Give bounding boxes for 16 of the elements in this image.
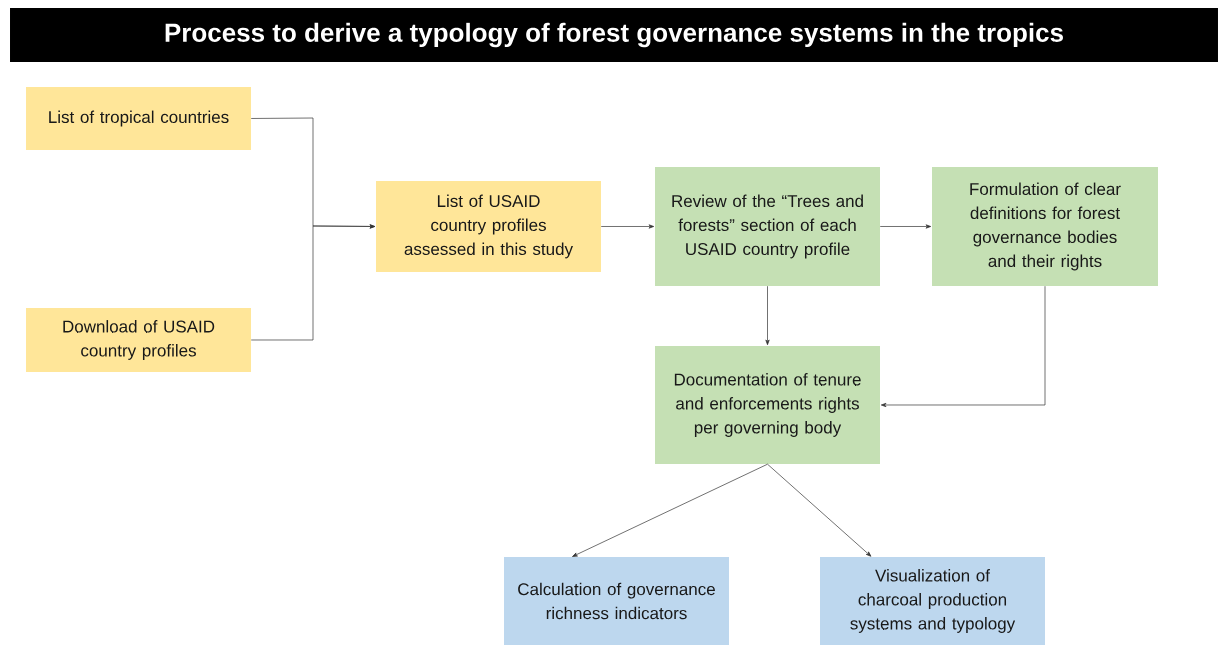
process-box: Formulation of clear definitions for forest governance bodies and their rights	[932, 167, 1158, 286]
process-box: Review of the “Trees and forests” section of each USAID country profile	[655, 167, 880, 286]
process-box: Documentation of tenure and enforcements rights per governing body	[655, 346, 880, 464]
arrow	[765, 285, 770, 346]
arrow	[572, 463, 768, 557]
process-box: Download of USAID country profiles	[26, 308, 251, 372]
process-box: Visualization of charcoal production systems and typology	[820, 557, 1045, 645]
title-bar: Process to derive a typology of forest governance systems in the tropics	[10, 8, 1218, 62]
arrow	[767, 463, 872, 557]
arrow	[250, 224, 376, 341]
process-box: List of tropical countries	[26, 87, 251, 150]
arrow	[880, 285, 1046, 408]
process-box: Calculation of governance richness indicators	[504, 557, 729, 645]
process-box: List of USAID country profiles assessed in this study	[376, 181, 601, 272]
arrow	[600, 224, 655, 229]
arrow	[879, 224, 932, 229]
